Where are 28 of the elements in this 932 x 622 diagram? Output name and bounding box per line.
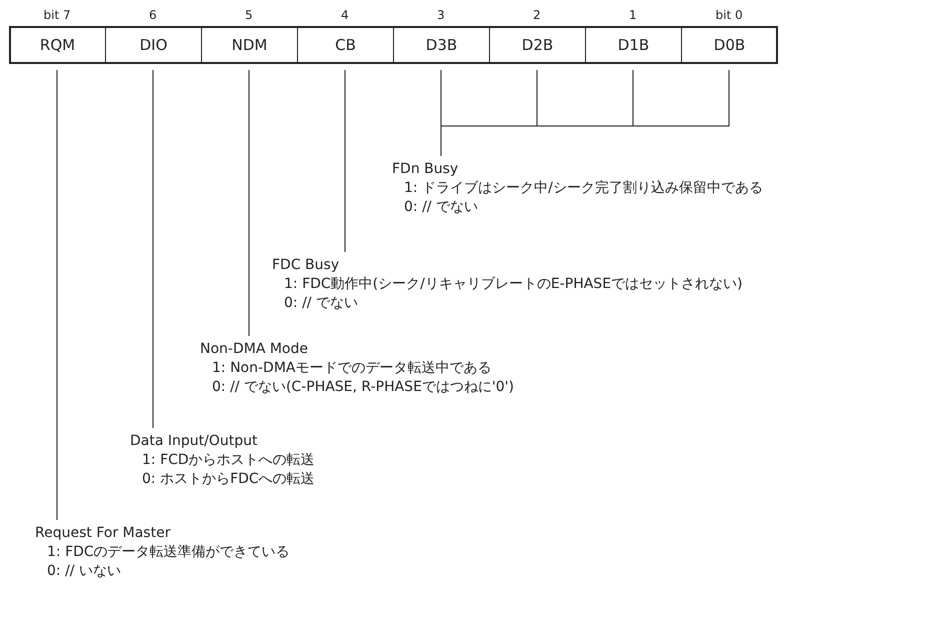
bit-number-label: 4 xyxy=(341,8,349,22)
leader-line xyxy=(440,70,730,156)
value-description: 1: FDC動作中(シーク/リキャリブレートのE-PHASEではセットされない) xyxy=(284,275,742,294)
value-description: 1: FDCのデータ転送準備ができている xyxy=(47,543,290,562)
bit-number-label: bit 0 xyxy=(716,8,743,22)
bit-number-label: 6 xyxy=(149,8,157,22)
field-name-heading: Non-DMA Mode xyxy=(200,340,308,359)
field-name-heading: Data Input/Output xyxy=(130,432,258,451)
bit-number-label: bit 7 xyxy=(44,8,71,22)
value-description: 0: // でない xyxy=(404,198,478,217)
value-description: 1: ドライブはシーク中/シーク完了割り込み保留中である xyxy=(404,179,763,198)
field-name-heading: FDn Busy xyxy=(392,160,458,179)
bit-number-label: 2 xyxy=(533,8,541,22)
bit-number-label: 1 xyxy=(629,8,637,22)
value-description: 0: // でない(C-PHASE, R-PHASEではつねに'0') xyxy=(212,378,514,397)
value-description: 0: ホストからFDCへの転送 xyxy=(142,470,315,489)
value-description: 0: // いない xyxy=(47,562,121,581)
leader-line xyxy=(344,70,346,252)
value-description: 1: FCDからホストへの転送 xyxy=(142,451,315,470)
bit-number-label: 5 xyxy=(245,8,253,22)
value-description: 1: Non-DMAモードでのデータ転送中である xyxy=(212,359,492,378)
leader-line xyxy=(152,70,154,428)
leader-line xyxy=(56,70,58,520)
field-name-heading: Request For Master xyxy=(35,524,170,543)
field-name-heading: FDC Busy xyxy=(272,256,340,275)
leader-line xyxy=(248,70,250,336)
bit-number-label: 3 xyxy=(437,8,445,22)
value-description: 0: // でない xyxy=(284,294,358,313)
